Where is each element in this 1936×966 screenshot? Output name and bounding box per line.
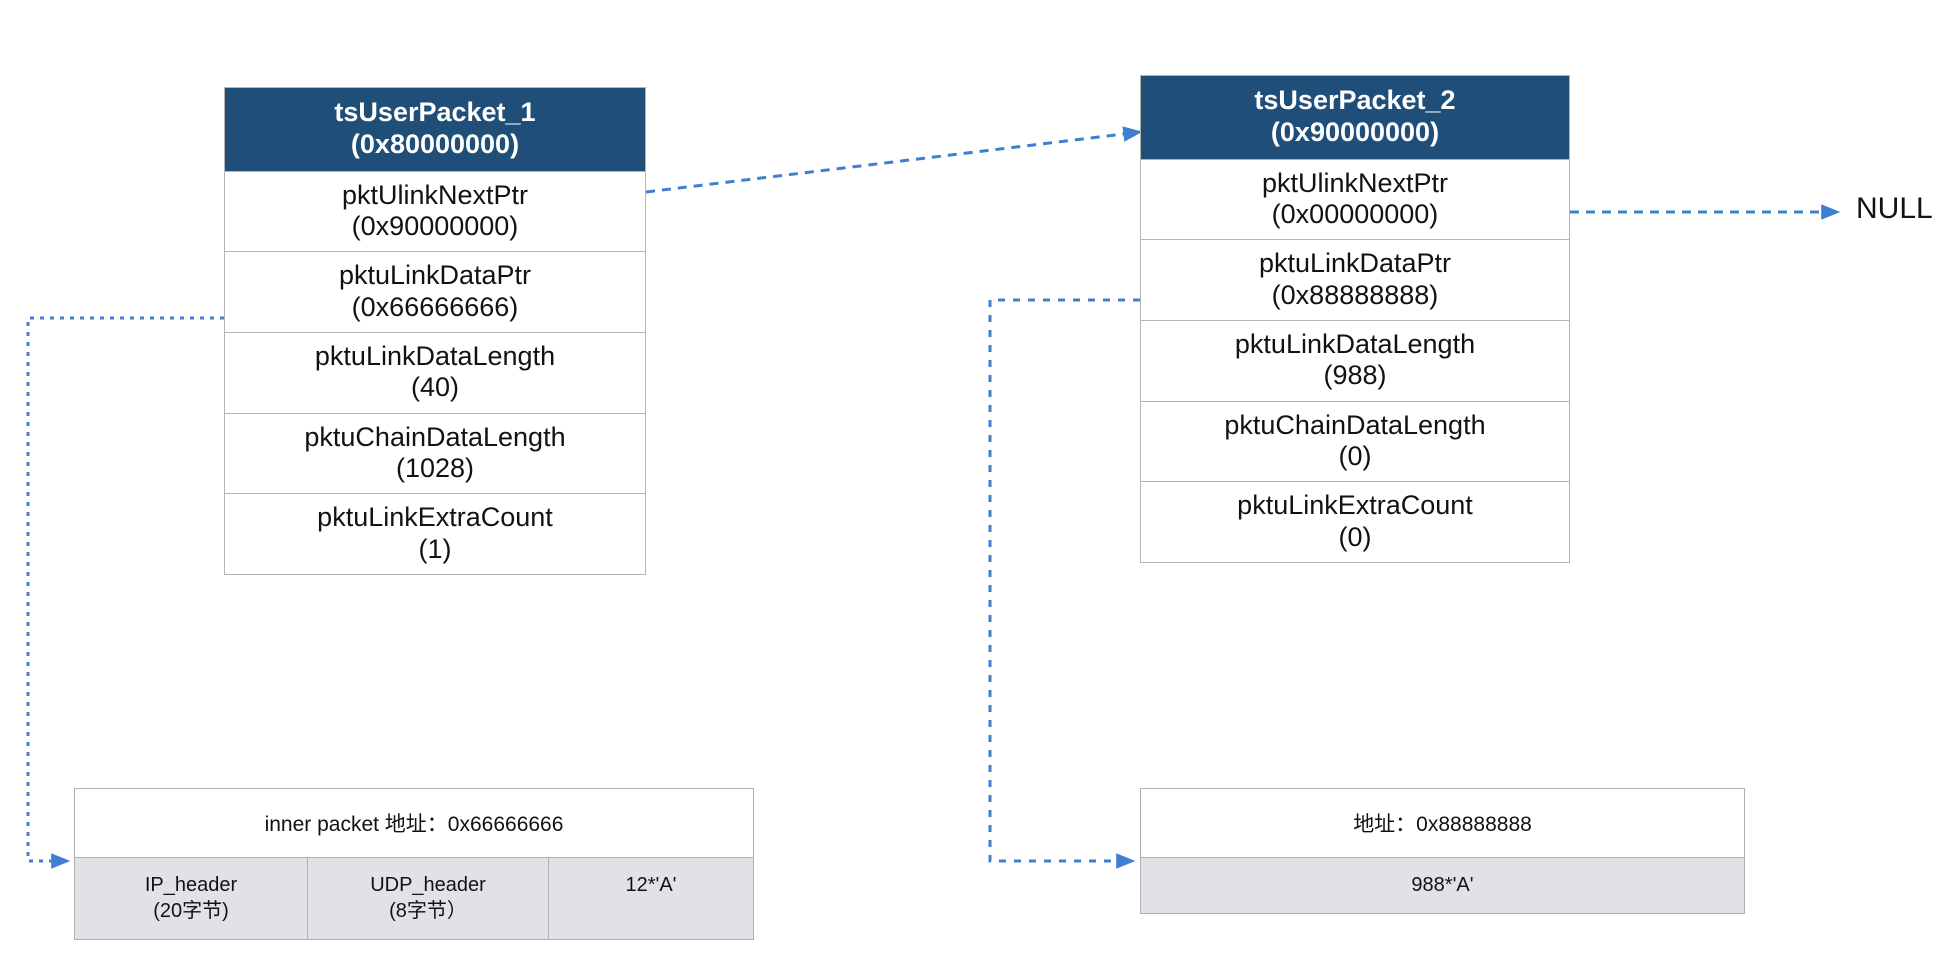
struct-address-2: (0x90000000)	[1270, 116, 1440, 147]
struct-table-tsuserpacket-2: tsUserPacket_2 (0x90000000) pktUlinkNext…	[1140, 75, 1570, 563]
buffer-title: 地址：0x88888888	[1353, 813, 1532, 836]
buffer-cell-sub: (8字节）	[389, 900, 467, 922]
buffer-cell-row: IP_header (20字节) UDP_header (8字节） 12*'A'	[75, 857, 753, 939]
field-value: (0x00000000)	[1271, 199, 1439, 230]
field-value: (1)	[418, 533, 452, 564]
buffer-cell-label: UDP_header	[370, 874, 486, 896]
struct-field-row: pktuLinkDataLength (988)	[1141, 319, 1569, 401]
field-value: (0)	[1338, 440, 1372, 471]
field-value: (0)	[1338, 521, 1372, 552]
buffer-cell: UDP_header (8字节）	[307, 858, 548, 939]
field-value: (0x88888888)	[1271, 279, 1439, 310]
field-label: pktuLinkExtraCount	[317, 502, 553, 533]
struct-header-2: tsUserPacket_2 (0x90000000)	[1141, 76, 1569, 159]
connector-data-ptr-1-to-buffer	[26, 316, 224, 869]
field-label: pktUlinkNextPtr	[341, 179, 529, 210]
field-value: (988)	[1323, 360, 1387, 391]
struct-name-2: tsUserPacket_2	[1254, 85, 1456, 115]
struct-address-1: (0x80000000)	[350, 128, 520, 159]
buffer-cell: 988*'A'	[1141, 858, 1744, 913]
buffer-cell-label: 988*'A'	[1411, 874, 1474, 896]
connector-next-ptr-1-to-2	[645, 126, 1143, 194]
buffer-cell-label: IP_header	[144, 874, 238, 896]
field-value: (40)	[410, 372, 459, 403]
buffer-chained-data: 地址：0x88888888 988*'A'	[1140, 788, 1745, 914]
buffer-cell-row: 988*'A'	[1141, 857, 1744, 913]
buffer-cell: IP_header (20字节)	[75, 858, 307, 939]
struct-table-tsuserpacket-1: tsUserPacket_1 (0x80000000) pktUlinkNext…	[224, 87, 646, 575]
field-label: pktuLinkDataPtr	[338, 260, 532, 291]
buffer-title: inner packet 地址：0x66666666	[264, 813, 564, 836]
struct-field-row: pktuLinkExtraCount (0)	[1141, 481, 1569, 562]
null-terminator-label: NULL	[1856, 192, 1933, 225]
field-value: (0x90000000)	[351, 211, 519, 242]
struct-field-row: pktuLinkDataLength (40)	[225, 331, 645, 413]
struct-name-1: tsUserPacket_1	[334, 97, 536, 127]
field-label: pktuChainDataLength	[304, 421, 566, 452]
struct-field-row: pktuChainDataLength (1028)	[225, 412, 645, 494]
struct-field-row: pktUlinkNextPtr (0x90000000)	[225, 170, 645, 252]
field-label: pktuLinkDataLength	[1234, 328, 1476, 359]
field-value: (0x66666666)	[351, 291, 519, 322]
struct-field-row: pktuChainDataLength (0)	[1141, 400, 1569, 482]
field-label: pktUlinkNextPtr	[1261, 167, 1449, 198]
buffer-cell: 12*'A'	[548, 858, 753, 939]
buffer-inner-packet: inner packet 地址：0x66666666 IP_header (20…	[74, 788, 754, 940]
field-value: (1028)	[395, 452, 475, 483]
connector-data-ptr-2-to-buffer	[988, 298, 1140, 869]
buffer-cell-sub: (20字节)	[153, 900, 229, 922]
struct-field-row: pktuLinkDataPtr (0x66666666)	[225, 251, 645, 332]
field-label: pktuLinkExtraCount	[1237, 490, 1473, 521]
struct-field-row: pktuLinkExtraCount (1)	[225, 493, 645, 574]
field-label: pktuChainDataLength	[1224, 409, 1486, 440]
field-label: pktuLinkDataLength	[314, 340, 556, 371]
struct-header-1: tsUserPacket_1 (0x80000000)	[225, 88, 645, 171]
struct-field-row: pktUlinkNextPtr (0x00000000)	[1141, 158, 1569, 240]
buffer-cell-label: 12*'A'	[625, 874, 677, 896]
struct-field-row: pktuLinkDataPtr (0x88888888)	[1141, 239, 1569, 320]
field-label: pktuLinkDataPtr	[1258, 248, 1452, 279]
